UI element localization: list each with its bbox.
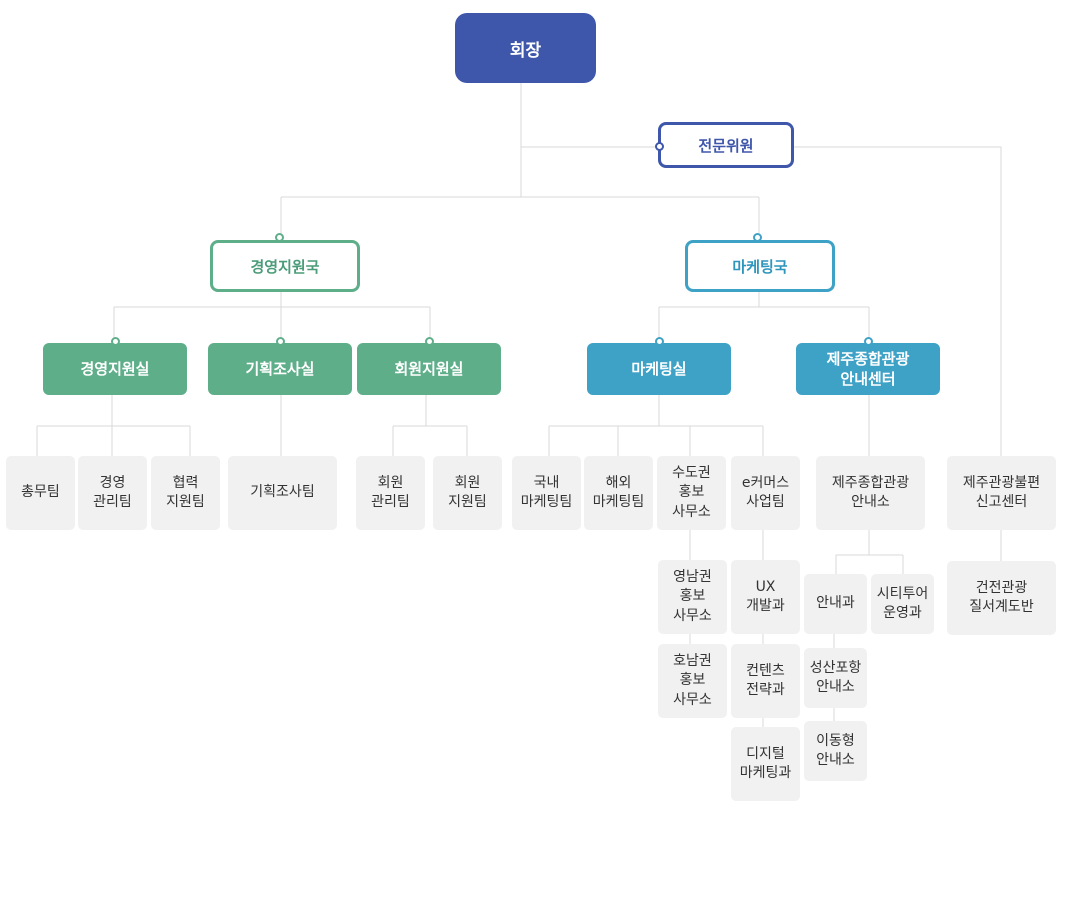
seongsan-port-info-office-box[interactable]: 성산포항 안내소 — [804, 648, 867, 708]
marketing-office-connector-dot — [655, 337, 664, 346]
member-support-office-box[interactable]: 회원지원실 — [357, 343, 501, 395]
management-support-office-box[interactable]: 경영지원실 — [43, 343, 187, 395]
capital-area-promo-office-box[interactable]: 수도권 홍보 사무소 — [657, 456, 726, 530]
cooperation-support-team-box[interactable]: 협력 지원팀 — [151, 456, 220, 530]
member-admin-team-box[interactable]: 회원 관리팀 — [356, 456, 425, 530]
chairman-box[interactable]: 회장 — [455, 13, 596, 83]
ux-development-section-box[interactable]: UX 개발과 — [731, 560, 800, 634]
marketing-bureau-connector-dot — [753, 233, 762, 242]
marketing-bureau-box[interactable]: 마케팅국 — [685, 240, 835, 292]
mobile-info-office-box[interactable]: 이동형 안내소 — [804, 721, 867, 781]
management-bureau-connector-dot — [275, 233, 284, 242]
jeju-center-connector-dot — [864, 337, 873, 346]
overseas-marketing-team-box[interactable]: 해외 마케팅팀 — [584, 456, 653, 530]
jeju-tourist-info-office-box[interactable]: 제주종합관광 안내소 — [816, 456, 925, 530]
advisor-connector-dot — [655, 142, 664, 151]
advisor-box[interactable]: 전문위원 — [658, 122, 794, 168]
city-tour-section-box[interactable]: 시티투어 운영과 — [871, 574, 934, 634]
marketing-office-box[interactable]: 마케팅실 — [587, 343, 731, 395]
planning-office-connector-dot — [276, 337, 285, 346]
tourism-order-team-box[interactable]: 건전관광 질서계도반 — [947, 561, 1056, 635]
planning-research-team-box[interactable]: 기획조사팀 — [228, 456, 337, 530]
domestic-marketing-team-box[interactable]: 국내 마케팅팀 — [512, 456, 581, 530]
management-bureau-box[interactable]: 경영지원국 — [210, 240, 360, 292]
content-strategy-section-box[interactable]: 컨텐츠 전략과 — [731, 644, 800, 718]
yeongnam-promo-office-box[interactable]: 영남권 홍보 사무소 — [658, 560, 727, 634]
management-admin-team-box[interactable]: 경영 관리팀 — [78, 456, 147, 530]
complaint-report-center-box[interactable]: 제주관광불편 신고센터 — [947, 456, 1056, 530]
ecommerce-team-box[interactable]: e커머스 사업팀 — [731, 456, 800, 530]
general-affairs-team-box[interactable]: 총무팀 — [6, 456, 75, 530]
digital-marketing-section-box[interactable]: 디지털 마케팅과 — [731, 727, 800, 801]
jeju-tourist-info-center-box[interactable]: 제주종합관광 안내센터 — [796, 343, 940, 395]
honam-promo-office-box[interactable]: 호남권 홍보 사무소 — [658, 644, 727, 718]
planning-research-office-box[interactable]: 기획조사실 — [208, 343, 352, 395]
management-office-connector-dot — [111, 337, 120, 346]
member-support-team-box[interactable]: 회원 지원팀 — [433, 456, 502, 530]
guide-section-box[interactable]: 안내과 — [804, 574, 867, 634]
member-office-connector-dot — [425, 337, 434, 346]
